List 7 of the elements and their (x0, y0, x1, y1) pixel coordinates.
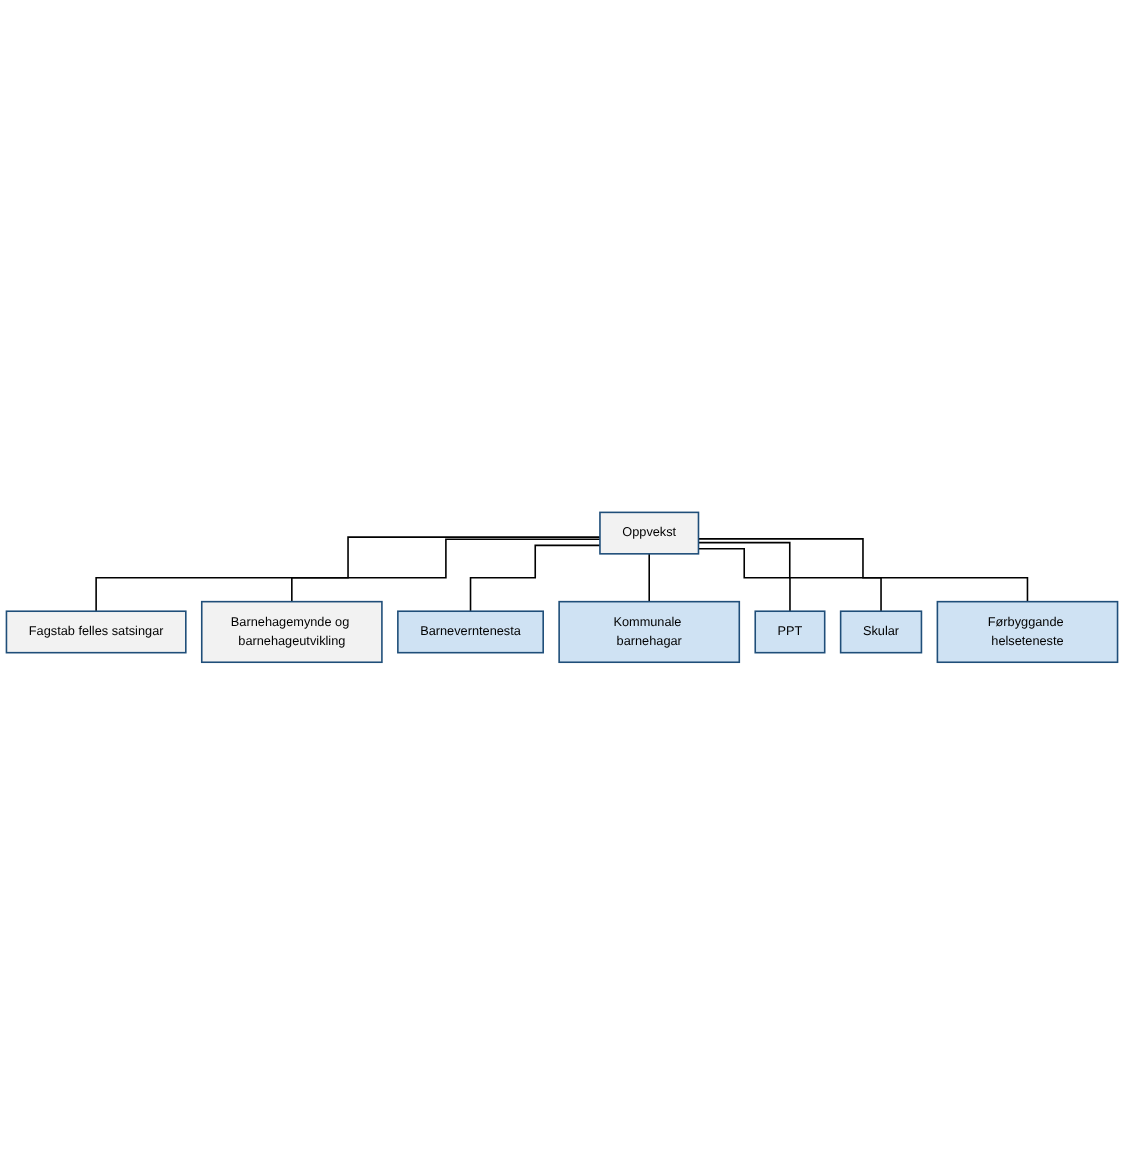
connector (697, 548, 791, 613)
connector (648, 553, 650, 604)
connector (697, 542, 882, 613)
connector (469, 545, 601, 613)
connector (291, 539, 601, 604)
connector (95, 536, 601, 613)
connector (697, 538, 1029, 604)
